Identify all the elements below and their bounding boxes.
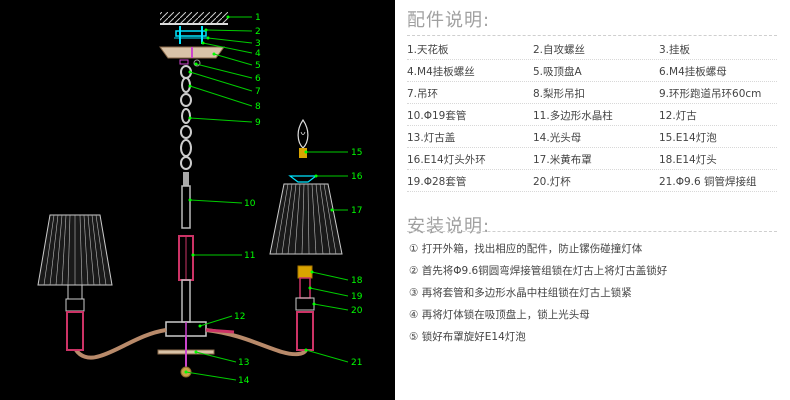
chain bbox=[180, 65, 192, 170]
callout-12: 12 bbox=[234, 312, 245, 322]
part-item: 12.灯古 bbox=[659, 110, 697, 122]
callout-9: 9 bbox=[255, 118, 261, 128]
stem-lower-tube bbox=[181, 279, 191, 323]
right-arm bbox=[205, 328, 308, 357]
part-item: 11.多边形水晶柱 bbox=[533, 110, 613, 122]
part-item: 1.天花板 bbox=[407, 44, 449, 56]
parts-row: 13.灯古盖 14.光头母 15.E14灯泡 bbox=[407, 130, 787, 150]
part-item: 9.环形跑道吊环60cm bbox=[659, 88, 762, 100]
parts-separator bbox=[407, 35, 777, 36]
part-item: 17.米黄布罩 bbox=[533, 154, 592, 166]
callout-20: 20 bbox=[351, 306, 363, 316]
parts-row: 16.E14灯头外环 17.米黄布罩 18.E14灯头 bbox=[407, 152, 787, 172]
part-item: 13.灯古盖 bbox=[407, 132, 456, 144]
part-item: 19.Φ28套管 bbox=[407, 176, 467, 188]
callout-19: 19 bbox=[351, 292, 363, 302]
part-item: 4.M4挂板螺丝 bbox=[407, 66, 475, 78]
bulb-base bbox=[299, 148, 307, 158]
callout-16: 16 bbox=[351, 172, 363, 182]
part-item: 5.吸顶盘A bbox=[533, 66, 582, 78]
callout-14: 14 bbox=[238, 376, 250, 386]
install-step: ④ 再将灯体锁在吸顶盘上，锁上光头母 bbox=[409, 309, 590, 321]
part-item: 2.自攻螺丝 bbox=[533, 44, 586, 56]
candle-bulb bbox=[297, 118, 309, 149]
install-heading: 安装说明: bbox=[407, 216, 491, 237]
parts-row: 19.Φ28套管 20.灯杯 21.Φ9.6 铜管焊接组 bbox=[407, 174, 787, 194]
callout-18: 18 bbox=[351, 276, 363, 286]
left-arm bbox=[74, 328, 167, 360]
left-cup bbox=[66, 311, 84, 351]
part-item: 6.M4挂板螺母 bbox=[659, 66, 727, 78]
diagram-canvas: 1 2 3 4 5 6 7 8 9 10 11 12 13 14 15 16 1… bbox=[37, 12, 363, 386]
part-item: 14.光头母 bbox=[533, 132, 582, 144]
part-item: 3.挂板 bbox=[659, 44, 691, 56]
callout-15: 15 bbox=[351, 148, 362, 158]
part-item: 16.E14灯头外环 bbox=[407, 154, 486, 166]
install-separator bbox=[407, 231, 777, 232]
part-item: 10.Φ19套管 bbox=[407, 110, 467, 122]
parts-row: 4.M4挂板螺丝 5.吸顶盘A 6.M4挂板螺母 bbox=[407, 64, 787, 84]
install-step: ① 打开外箱，找出相应的配件，防止镙伤碰撞灯体 bbox=[409, 243, 643, 255]
parts-heading: 配件说明: bbox=[407, 10, 491, 31]
stem-top-cap bbox=[183, 172, 189, 186]
right-socket bbox=[297, 265, 313, 279]
install-step: ③ 再将套管和多边形水晶中柱组锁在灯古上锁紧 bbox=[409, 287, 632, 299]
callout-21: 21 bbox=[351, 358, 362, 368]
info-panel: 配件说明: 1.天花板 2.自攻螺丝 3.挂板 4.M4挂板螺丝 5.吸顶盘A … bbox=[395, 0, 790, 400]
part-item: 20.灯杯 bbox=[533, 176, 571, 188]
install-step: ② 首先将Φ9.6铜圆弯焊接管组锁在灯古上将灯古盖锁好 bbox=[409, 265, 668, 277]
part-item: 18.E14灯头 bbox=[659, 154, 717, 166]
chandelier-diagram: 1 2 3 4 5 6 7 8 9 10 11 12 13 14 15 16 1… bbox=[0, 0, 395, 400]
parts-row: 10.Φ19套管 11.多边形水晶柱 12.灯古 bbox=[407, 108, 787, 128]
stem-upper-tube bbox=[181, 185, 191, 229]
parts-row: 1.天花板 2.自攻螺丝 3.挂板 bbox=[407, 42, 787, 62]
callout-10: 10 bbox=[244, 199, 256, 209]
part-item: 7.吊环 bbox=[407, 88, 439, 100]
install-step: ⑤ 锁好布罩旋好E14灯泡 bbox=[409, 331, 526, 343]
part-item: 15.E14灯泡 bbox=[659, 132, 717, 144]
callout-8: 8 bbox=[255, 102, 261, 112]
socket-ring bbox=[288, 175, 318, 183]
part-item: 8.梨形吊扣 bbox=[533, 88, 586, 100]
callout-1: 1 bbox=[255, 13, 261, 23]
callout-2: 2 bbox=[255, 27, 261, 37]
callout-3: 3 bbox=[255, 39, 261, 49]
callout-7: 7 bbox=[255, 87, 261, 97]
mounting-plate bbox=[175, 30, 207, 37]
part-item: 21.Φ9.6 铜管焊接组 bbox=[659, 176, 757, 188]
canopy-screw-head bbox=[193, 59, 201, 67]
right-shade bbox=[269, 183, 343, 255]
callout-4: 4 bbox=[255, 49, 261, 59]
callout-11: 11 bbox=[244, 251, 255, 261]
callout-13: 13 bbox=[238, 358, 249, 368]
callout-5: 5 bbox=[255, 61, 261, 71]
ceiling-hatch bbox=[160, 12, 228, 24]
callout-6: 6 bbox=[255, 74, 261, 84]
right-cup bbox=[296, 311, 314, 351]
parts-row: 7.吊环 8.梨形吊扣 9.环形跑道吊环60cm bbox=[407, 86, 787, 106]
callout-17: 17 bbox=[351, 206, 362, 216]
canopy-nut bbox=[179, 59, 189, 65]
left-socket bbox=[67, 284, 83, 300]
